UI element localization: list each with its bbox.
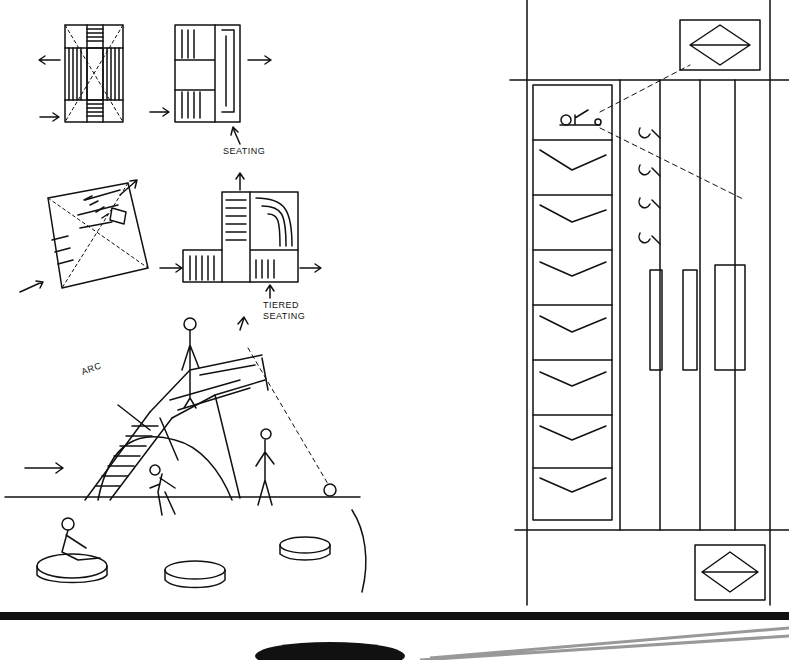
perspective-stair-arc-stroke [256,440,274,505]
section-sketch-stroke [533,140,612,468]
section-sketch-stroke [560,110,600,125]
plan-sketch-seating [150,25,271,144]
plan-sketch-square-stroke [65,25,123,122]
plan-sketch-l-shape-stroke [160,264,182,272]
plan-sketch-l-shape-stroke [300,264,321,272]
plan-sketch-rotated-stroke [84,196,108,218]
perspective-stair-arc-stroke [150,465,160,475]
plan-sketch-square-stroke [65,25,123,122]
section-sketch-stroke [510,0,789,605]
perspective-stair-arc-stroke [62,518,74,530]
perspective-stair-arc-stroke [37,566,107,583]
perspective-stair-arc-stroke [352,510,366,592]
perspective-stair-arc-stroke [96,426,158,486]
callout-label: TIERED SEATING [262,300,310,323]
section-sketch [510,0,789,605]
perspective-stair-arc-stroke [280,545,330,560]
perspective-stair-arc-stroke [150,474,175,515]
plan-sketch-rotated-stroke [20,281,43,292]
plan-sketch-square-stroke [69,48,119,100]
perspective-stair-arc-stroke [238,317,248,330]
perspective-stair-arc-stroke [324,484,336,496]
plan-sketch-square-stroke [40,113,59,121]
plan-sketch-l-shape-stroke [183,192,298,282]
plan-sketch-seating-stroke [175,25,215,122]
plan-sketch-seating-stroke [182,30,200,118]
perspective-stair-arc-stroke [215,358,268,498]
plan-sketch-l-shape-stroke [226,200,246,240]
perspective-stair-arc-stroke [118,405,178,460]
perspective-stair-arc-stroke [184,318,196,330]
plan-sketch-seating-stroke [222,30,234,112]
plan-sketch-l-shape-stroke [256,198,292,246]
plan-sketch-rotated-stroke [48,183,148,288]
section-sketch-stroke [650,265,745,370]
perspective-stair-arc-stroke [170,365,255,410]
plan-sketch-seating-stroke [231,127,240,144]
perspective-stair-arc-stroke [98,437,232,500]
section-sketch-stroke [600,65,745,200]
plan-sketch-square-stroke [65,25,123,122]
perspective-stair-arc-stroke [62,530,100,560]
perspective-stair-arc-stroke [182,330,199,408]
section-sketch-stroke [620,80,735,530]
page-edge [0,612,789,660]
plan-sketch-l-shape-stroke [256,260,274,278]
perspective-stair-arc-stroke [150,355,265,418]
sketch-sheet-stroke [5,0,789,605]
plan-sketch-l-shape-stroke [222,192,298,282]
perspective-stair-arc-stroke [280,537,330,553]
plan-sketch-rotated-stroke [110,208,126,224]
section-sketch-stroke [540,150,606,492]
plan-sketch-seating-stroke [175,25,240,122]
plan-sketch-square-stroke [39,56,60,64]
plan-sketch-square-stroke [87,48,103,100]
section-sketch-stroke [695,545,765,600]
plan-sketch-l-shape-stroke [236,173,244,190]
page-edge-stroke [0,612,789,620]
page-edge-stroke [255,642,405,660]
page-edge-stroke [420,628,789,660]
plan-sketch-rotated-stroke [48,183,148,288]
plan-sketch-rotated-stroke [52,236,73,264]
plan-sketch-seating-stroke [150,108,169,116]
perspective-stair-arc-stroke [248,348,328,484]
perspective-stair-arc-stroke [165,570,225,588]
callout-label: SEATING [222,146,284,157]
plan-sketch-square [39,25,123,122]
plan-sketch-l-shape-stroke [266,285,274,298]
section-sketch-stroke [680,20,760,70]
callout-label: ARC [79,357,113,379]
plan-sketch-square-stroke [87,29,103,116]
plan-sketch-l-shape-stroke [190,256,214,280]
plan-sketch-rotated-stroke [120,180,137,195]
section-sketch-stroke [595,119,601,125]
section-sketch-stroke [639,128,660,244]
perspective-stair-arc [5,317,366,592]
plan-sketch-l-shape [160,173,321,298]
perspective-stair-arc-stroke [261,429,271,439]
perspective-stair-arc-stroke [25,463,63,473]
section-sketch-stroke [561,115,571,125]
perspective-stair-arc-stroke [5,496,360,498]
plan-sketch-seating-stroke [248,56,271,64]
section-sketch-stroke [533,85,612,520]
plan-sketch-rotated [20,180,148,292]
perspective-stair-arc-stroke [165,561,225,579]
